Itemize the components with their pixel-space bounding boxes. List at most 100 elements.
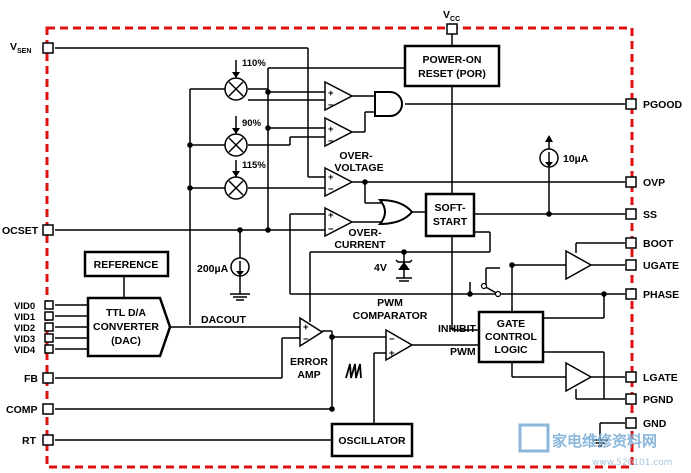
comp-label: COMP <box>6 404 38 416</box>
comparator-signs: +− +− +− +− +− −+ <box>303 88 395 359</box>
pin-vid1 <box>44 311 54 321</box>
multipliers <box>224 77 248 200</box>
pin-ovp <box>625 176 637 188</box>
svg-text:−: − <box>303 334 309 345</box>
comparators <box>299 80 593 393</box>
blocks <box>83 44 545 458</box>
overcurrent-label-1: OVER- <box>348 227 382 239</box>
vid0-label: VID0 <box>14 301 35 312</box>
pwm-label: PWM <box>450 346 476 358</box>
comparator-overvoltage <box>324 166 354 198</box>
pins <box>42 23 637 446</box>
watermark-logo-icon <box>518 423 550 453</box>
por-label-2: RESET (POR) <box>418 68 486 80</box>
svg-text:−: − <box>328 224 334 235</box>
comparator-overcurrent <box>324 206 354 238</box>
pin-boot <box>625 237 637 249</box>
ocset-label: OCSET <box>2 225 39 237</box>
ugate-label: UGATE <box>643 260 679 272</box>
dac-label-1: TTL D/A <box>106 307 146 319</box>
pin-vid0 <box>44 300 54 310</box>
ss-label: SS <box>643 209 657 221</box>
gate-label-1: GATE <box>497 318 525 330</box>
boot-label: BOOT <box>643 238 674 250</box>
soft-start-label-1: SOFT- <box>435 202 466 214</box>
pct-90-label: 90% <box>242 118 262 129</box>
pin-ocset <box>42 224 54 236</box>
svg-text:+: + <box>389 348 395 359</box>
pin-pgnd <box>625 393 637 405</box>
arrow-10ua-top <box>545 135 553 142</box>
watermark: 家电维修资料网 www.520101.com <box>518 423 673 468</box>
pin-pgood <box>625 98 637 110</box>
soft-start-label-2: START <box>433 216 468 228</box>
pwm-comparator-label-1: PWM <box>377 297 403 309</box>
switch-contact-b <box>494 290 502 298</box>
multiplier-115 <box>224 176 248 200</box>
pin-gnd <box>625 417 637 429</box>
svg-text:+: + <box>303 322 309 333</box>
error-amp-label-1: ERROR <box>290 356 328 368</box>
arrowheads <box>232 72 240 177</box>
svg-text:+: + <box>328 210 334 221</box>
pin-fb <box>42 372 54 384</box>
soft-start-block <box>424 192 476 238</box>
pin-lgate <box>625 371 637 383</box>
svg-text:+: + <box>328 124 334 135</box>
svg-text:−: − <box>389 334 395 345</box>
overvoltage-label-1: OVER- <box>339 150 373 162</box>
pin-vid2 <box>44 322 54 332</box>
pin-rt <box>42 434 54 446</box>
error-amp <box>299 316 324 348</box>
gate-label-3: LOGIC <box>494 344 528 356</box>
gate-control-block <box>477 310 545 364</box>
svg-text:+: + <box>328 88 334 99</box>
pin-vid4 <box>44 344 54 354</box>
current-source-10ua <box>539 148 559 168</box>
reference-block <box>83 250 170 278</box>
por-label-1: POWER-ON <box>423 54 482 66</box>
chip-boundary <box>45 26 634 469</box>
inhibit-label: INHIBIT <box>438 323 477 335</box>
vcc-label: VCC <box>443 9 460 23</box>
pwm-comparator-label-2: COMPARATOR <box>353 310 428 322</box>
pin-vcc <box>446 23 458 35</box>
pin-comp <box>42 403 54 415</box>
dac-block <box>86 296 172 358</box>
pin-phase <box>625 288 637 300</box>
svg-text:−: − <box>328 184 334 195</box>
watermark-text: 家电维修资料网 <box>552 432 657 450</box>
vid2-label: VID2 <box>14 323 35 334</box>
oscillator-label: OSCILLATOR <box>338 435 406 447</box>
overvoltage-label-2: VOLTAGE <box>334 162 383 174</box>
error-amp-label-2: AMP <box>297 369 320 381</box>
sawtooth-icon <box>345 363 362 379</box>
gnd-label: GND <box>643 418 667 430</box>
vid3-label: VID3 <box>14 334 35 345</box>
arrow-10ua <box>545 162 553 167</box>
phase-label: PHASE <box>643 289 679 301</box>
lower-gate-driver <box>565 361 593 393</box>
vsen-label: VSEN <box>10 41 31 55</box>
svg-text:+: + <box>328 172 334 183</box>
pgood-label: PGOOD <box>643 99 683 111</box>
svg-text:−: − <box>328 100 334 111</box>
arrow-200ua <box>236 271 244 276</box>
pin-ss <box>625 208 637 220</box>
zener-4v-label: 4V <box>374 262 387 274</box>
dacout-label: DACOUT <box>201 314 246 326</box>
pin-ugate <box>625 259 637 271</box>
pct-110-label: 110% <box>242 58 266 69</box>
multiplier-110 <box>224 77 248 101</box>
oscillator-block <box>330 422 414 458</box>
watermark-url: www.520101.com <box>592 458 673 468</box>
pwm-comparator <box>385 328 414 362</box>
reference-label: REFERENCE <box>94 259 159 271</box>
or-gate <box>377 198 414 226</box>
current-10ua-label: 10µA <box>563 153 589 165</box>
pct-115-label: 115% <box>242 160 266 171</box>
overcurrent-label-2: CURRENT <box>334 239 386 251</box>
switch-contact-a <box>480 282 488 290</box>
ovp-label: OVP <box>643 177 665 189</box>
